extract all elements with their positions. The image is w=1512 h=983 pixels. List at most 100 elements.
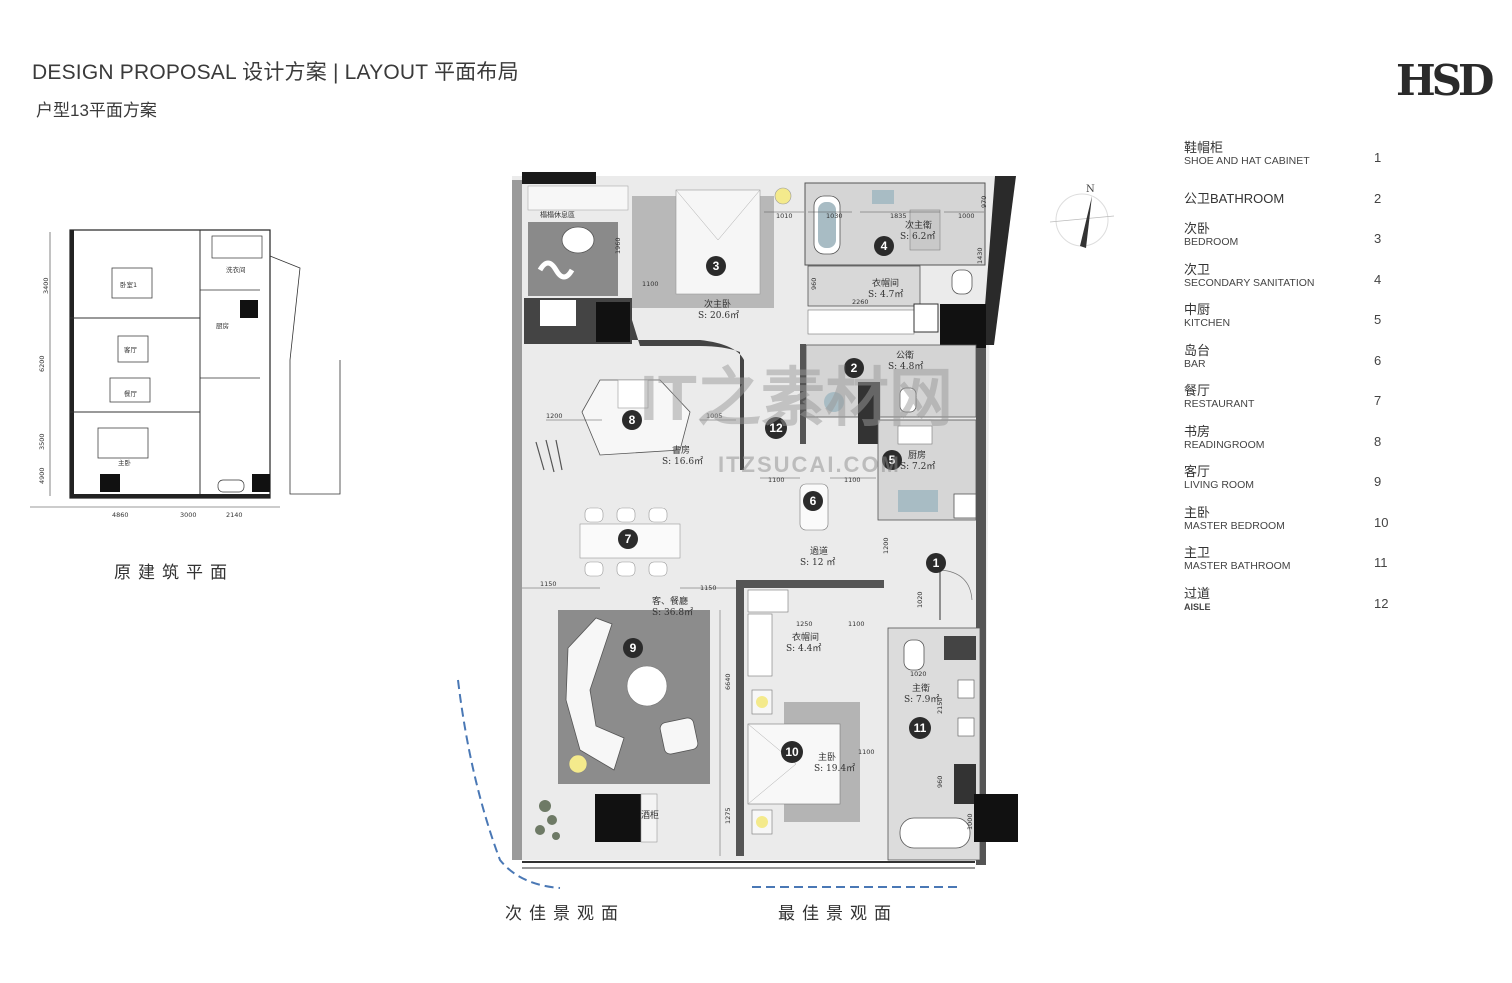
dimension-label: 1010 [776, 212, 793, 220]
room-area: S: 4.8㎡ [888, 361, 923, 372]
legend-cn: 主卧 [1184, 504, 1211, 520]
legend-en: BEDROOM [1184, 236, 1239, 248]
dimension-label: 1250 [796, 620, 813, 628]
legend-cn: 岛台 [1184, 342, 1211, 358]
room-area: S: 4.4㎡ [786, 643, 821, 654]
orig-dim: 2140 [226, 511, 243, 519]
svg-text:4: 4 [881, 239, 888, 253]
room-name: 次主卧 [704, 298, 731, 310]
svg-text:1: 1 [933, 556, 940, 570]
legend-en: AISLE [1184, 601, 1211, 612]
legend-num: 3 [1374, 231, 1382, 246]
dimension-label: 970 [980, 196, 988, 208]
orig-dim: 3500 [38, 433, 46, 450]
legend-cn: 鞋帽柜 [1184, 140, 1224, 155]
legend-num: 1 [1374, 150, 1382, 165]
page-subtitle: 户型13平面方案 [36, 101, 157, 120]
room-area: S: 16.6㎡ [662, 456, 703, 467]
svg-text:2: 2 [851, 361, 858, 375]
orig-dim: 3400 [42, 277, 50, 294]
legend-cn: 次卫 [1184, 261, 1211, 277]
legend-cn: 过道 [1184, 585, 1211, 601]
proposed-plan: 1010 1030 1835 1000 970 1960 1100 2260 9… [457, 172, 1018, 889]
svg-text:12: 12 [769, 421, 783, 435]
svg-text:10: 10 [785, 745, 799, 759]
dimension-label: 1200 [882, 537, 890, 554]
dimension-label: 1100 [768, 476, 785, 484]
dimension-label: 1835 [890, 212, 907, 220]
legend-cn: 公卫BATHROOM [1184, 190, 1285, 206]
room-marker-5: 5 [882, 450, 902, 470]
room-marker-6: 6 [803, 491, 823, 511]
watermark-cn: IT之素材网 [640, 362, 953, 434]
legend-en: KITCHEN [1184, 317, 1231, 329]
dimension-label: 1100 [858, 748, 875, 756]
svg-text:8: 8 [629, 413, 636, 427]
orig-room-label: 厨房 [216, 321, 229, 330]
legend-cn: 次卧 [1184, 221, 1211, 236]
dimension-label: 1000 [958, 212, 975, 220]
room-name: 主衛 [912, 682, 930, 694]
orig-room-label: 餐厅 [124, 389, 138, 398]
legend-num: 10 [1374, 514, 1389, 530]
orig-room-label: 洗衣间 [226, 265, 246, 274]
dimension-label: 960 [936, 776, 944, 788]
room-name: 衣帽间 [872, 277, 899, 289]
dimension-label: 6640 [724, 673, 732, 690]
room-name: 厨房 [908, 449, 926, 461]
svg-text:6: 6 [810, 494, 817, 508]
room-marker-8: 8 [622, 410, 642, 430]
dimension-label: 2150 [936, 697, 944, 714]
secondary-view-caption: 次佳景观面 [505, 904, 625, 924]
room-marker-7: 7 [618, 529, 638, 549]
legend-num: 12 [1374, 595, 1389, 611]
room-area: S: 36.8㎡ [652, 607, 693, 618]
original-plan-caption: 原建筑平面 [114, 563, 234, 583]
page-title: DESIGN PROPOSAL 设计方案 | LAYOUT 平面布局 [32, 61, 519, 84]
legend-en: SHOE AND HAT CABINET [1184, 155, 1310, 167]
legend-num: 4 [1374, 271, 1382, 287]
room-area: S: 19.4㎡ [814, 763, 855, 774]
north-arrow: N [1049, 184, 1115, 248]
dimension-label: 1100 [844, 476, 861, 484]
room-marker-4: 4 [874, 236, 894, 256]
room-name: 主卧 [818, 751, 836, 763]
dimension-label: 1030 [826, 212, 843, 220]
legend-en: MASTER BATHROOM [1184, 560, 1291, 572]
room-marker-1: 1 [926, 553, 946, 573]
room-name: 榻榻休息區 [540, 210, 575, 219]
room-area: S: 7.9㎡ [904, 694, 939, 705]
watermark: IT之素材网 ITZSUCAI.COM [640, 362, 953, 477]
best-view-caption: 最佳景观面 [778, 904, 898, 924]
svg-text:3: 3 [713, 259, 720, 273]
dimension-label: 1150 [700, 584, 717, 592]
room-name: 次主衛 [905, 219, 932, 231]
orig-room-label: 主卧 [118, 458, 132, 467]
dimension-label: 1020 [910, 670, 927, 678]
room-marker-11: 11 [909, 717, 931, 739]
room-area: S: 4.7㎡ [868, 289, 903, 300]
legend-num: 6 [1374, 352, 1382, 368]
original-plan: 4860 3000 2140 3400 6200 3500 4900 卧室1 客… [30, 229, 341, 519]
legend-num: 8 [1374, 433, 1382, 449]
legend-cn: 客厅 [1184, 464, 1211, 479]
legend-cn: 餐厅 [1184, 383, 1211, 398]
svg-text:5: 5 [889, 453, 896, 467]
room-area: S: 12 ㎡ [800, 557, 835, 568]
room-marker-10: 10 [781, 741, 803, 763]
room-area: S: 7.2㎡ [900, 461, 935, 472]
dimension-label: 2260 [852, 298, 869, 306]
room-area: S: 20.6㎡ [698, 310, 739, 321]
svg-text:11: 11 [914, 721, 927, 735]
